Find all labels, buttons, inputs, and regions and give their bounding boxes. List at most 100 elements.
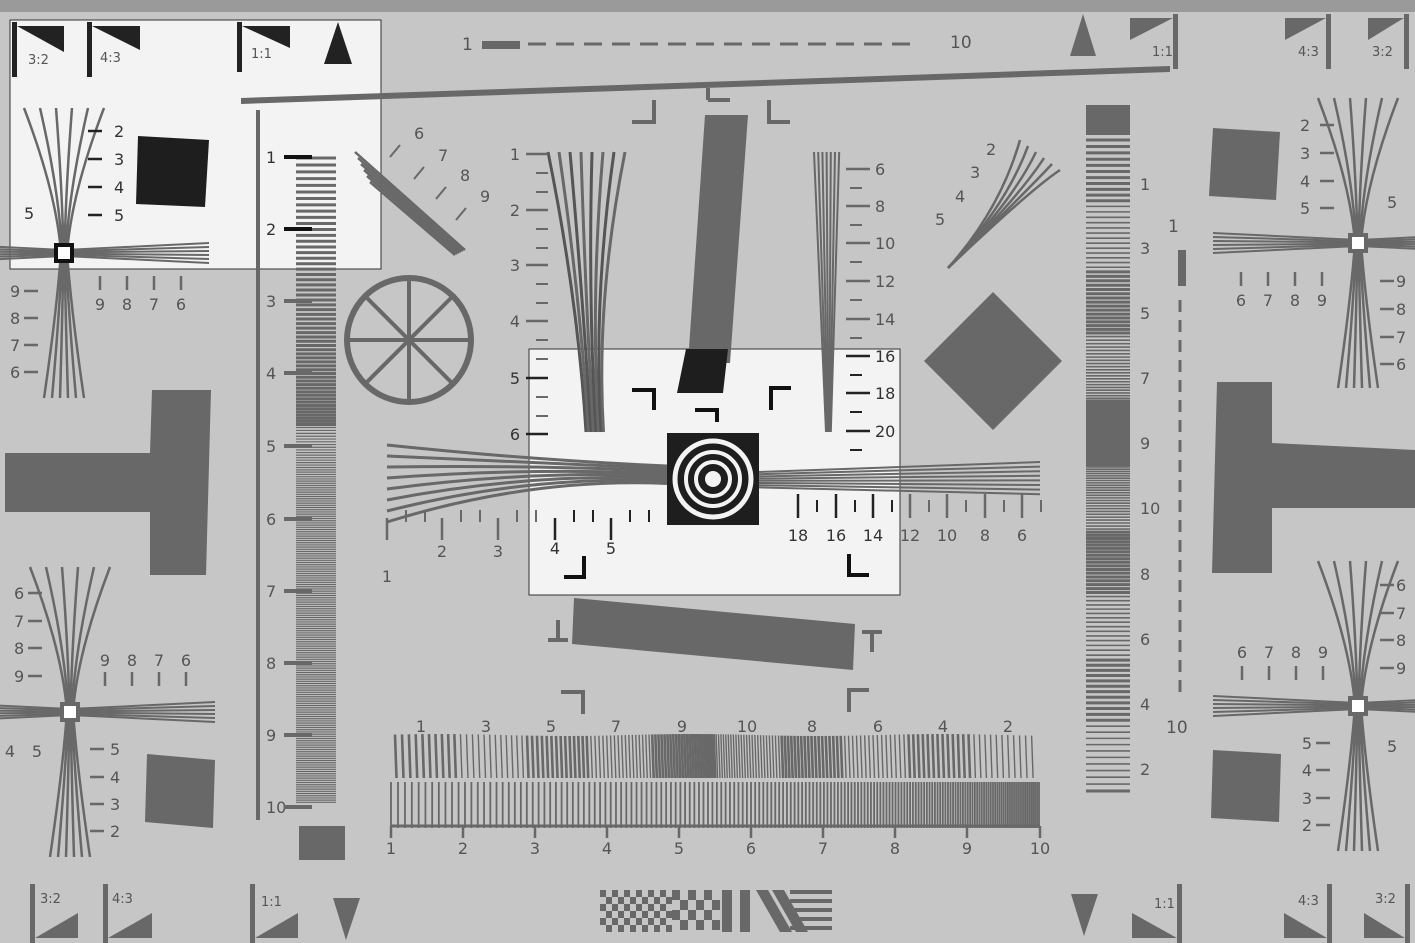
bottom-top-label: 1 [416,717,426,736]
pattern-diagonal [756,890,792,932]
bracket-panel-tr [769,386,791,410]
bar-line-top [685,733,690,779]
bar-line-top [756,735,760,779]
wedge-label: 5 [510,369,520,388]
checker-cell [648,918,654,925]
wedge-label: 1 [510,145,520,164]
left-scale-label: 4 [266,364,276,383]
bar-line-top [956,734,961,779]
bar-line-top [810,735,815,779]
right-dashed-solid [1178,250,1186,286]
cross-line [1359,242,1380,389]
bar-line-top [786,735,791,779]
center-target [667,433,759,525]
cross-line [64,107,90,254]
bar-line-top [703,734,708,779]
bottom-bottom-label: 8 [890,839,900,858]
target-ring-1 [672,438,754,520]
bottom-bottom-label: 7 [818,839,828,858]
fan-line [360,163,462,253]
bar-line-top [880,734,884,779]
wedge-line [568,151,593,433]
corner-cross-bottom-left [0,566,216,858]
right-scale-label: 7 [1140,369,1150,388]
label-11-tl: 1:1 [251,47,272,62]
corner-label: 6 [1237,643,1247,662]
cross-line [64,252,78,399]
cross-line [1359,97,1400,244]
corner-label: 2 [1302,816,1312,835]
bar-line-top [663,734,668,779]
checker-cell [660,890,666,897]
checker-cell [612,918,618,925]
bar-line-top [648,734,652,779]
bar-line-top [748,734,752,779]
cross-line [1212,699,1359,706]
hwedge-line-right [758,461,1041,473]
bar-line-top [400,734,405,779]
bottom-top-label: 2 [1003,717,1013,736]
cross-line [60,566,71,713]
bar-line-top [602,735,606,779]
bar-line-top [712,734,717,779]
bar-line-top [831,735,836,779]
bar-line-top [535,735,540,779]
wedge-label: 3 [510,256,520,275]
corner-label: 4 [1302,761,1312,780]
bar-line-top [550,735,555,779]
bar-line-top [907,734,912,779]
bar-line-top [936,733,941,779]
marker-43-top-right [1326,14,1331,69]
corner-label: 5 [32,742,42,761]
target-core [705,471,721,487]
bar-line-top [698,733,703,779]
cross-line [58,252,65,399]
wedge-label: 16 [875,347,895,366]
right-scale-label: 4 [1140,695,1150,714]
bar-line-top [951,733,956,779]
bar-line-top [645,734,648,779]
bar-line-top [851,735,855,779]
hwedge-line-right [758,482,1041,486]
bar-line-top [806,735,811,779]
checker-cell [660,918,666,925]
bar-line-top [916,734,921,779]
bar-line-top [722,734,726,779]
bar-line-top [494,734,498,779]
bar-line-top [745,734,749,779]
label-32-bl: 3:2 [40,892,61,907]
right-scale-label: 2 [1140,760,1150,779]
right-scale-label: 5 [1140,304,1150,323]
label-11-br: 1:1 [1154,897,1175,912]
left-scale-label: 1 [266,148,276,167]
wedge-label: 6 [510,425,520,444]
cross-line [70,566,96,713]
cross-line [63,252,70,399]
marker-43-bottom-left [103,884,108,943]
checker-cell [624,890,630,897]
cross-line [1357,703,1415,707]
triangle-bottom-left [333,898,360,940]
cross-line [69,711,76,858]
cross-line [1357,240,1415,244]
corner-label: 7 [1396,604,1406,623]
bar-line-top [762,735,766,779]
bar-line-top [453,734,458,779]
hwedge-line-right [758,484,1041,491]
marker-32-top-left [12,22,17,77]
triangle-bottom-right [1071,894,1098,936]
bar-line-top [585,735,590,779]
bar-line-top [500,734,503,779]
bar-line-top [911,734,916,779]
bottom-top-label: 10 [737,717,757,736]
fan-label: 3 [970,163,980,182]
checker-cell [636,904,642,911]
checker-cell-large [672,890,680,900]
wedge-line [579,151,595,433]
corner-label: 9 [1317,291,1327,310]
cross-line [1212,240,1359,244]
cross-line [71,566,112,713]
bar-line-top [903,734,907,779]
